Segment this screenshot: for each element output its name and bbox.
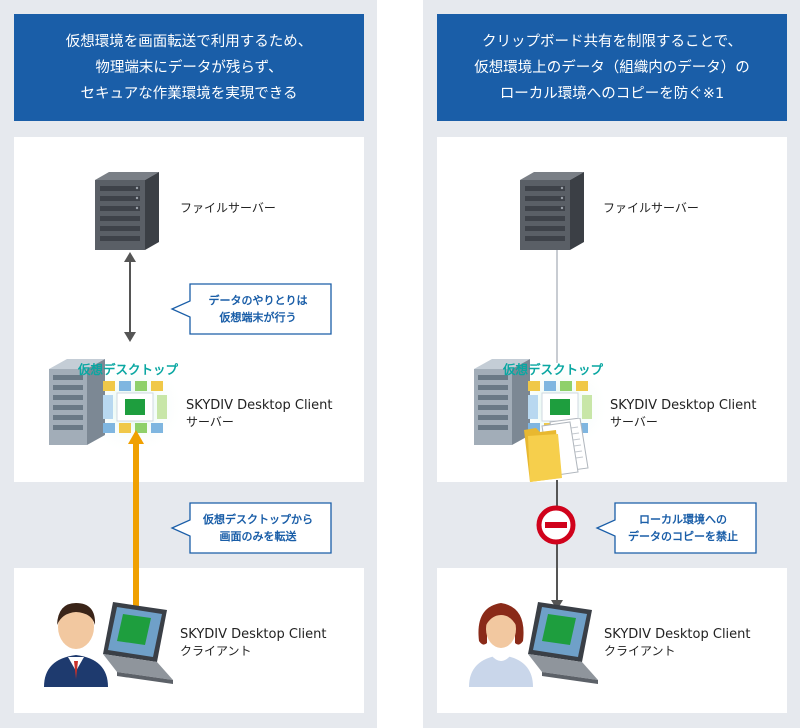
right-server-label-line-2: サーバー [610,415,658,429]
right-file-server-label: ファイルサーバー [603,201,699,215]
left-header-line-3: セキュアな作業環境を実現できる [80,85,298,102]
left-callout-top-line-1: データのやりとりは [208,294,308,307]
screen-transfer-arrow [128,430,144,610]
right-header-line-2: 仮想環境上のデータ（組織内のデータ）の [474,59,750,76]
left-header-line-2: 物理端末にデータが残らず、 [95,59,283,76]
right-header: クリップボード共有を制限することで、 仮想環境上のデータ（組織内のデータ）の ロ… [437,14,787,121]
right-callout-line-1: ローカル環境への [639,513,727,526]
laptop-icon [528,602,598,684]
prohibited-icon [536,505,576,545]
left-callout-top: データのやりとりは 仮想端末が行う [170,283,332,335]
right-callout: ローカル環境への データのコピーを禁止 [595,502,757,554]
left-callout-top-line-2: 仮想端末が行う [219,311,297,324]
file-server-icon [95,172,159,250]
right-header-line-1: クリップボード共有を制限することで、 [482,33,742,50]
right-header-line-3: ローカル環境へのコピーを防ぐ※1 [499,85,725,102]
right-vd-label: 仮想デスクトップ [503,362,604,377]
left-server-label: SKYDIV Desktop Client サーバー [186,397,333,431]
left-client-label: SKYDIV Desktop Client クライアント [180,626,327,660]
left-vd-label: 仮想デスクトップ [78,362,179,377]
file-server-icon [520,172,584,250]
right-callout-line-2: データのコピーを禁止 [628,530,738,543]
left-callout-bottom: 仮想デスクトップから 画面のみを転送 [170,502,332,554]
person-icon [44,603,108,687]
right-client-label-line-2: クライアント [604,644,676,658]
left-header: 仮想環境を画面転送で利用するため、 物理端末にデータが残らず、 セキュアな作業環… [14,14,364,121]
left-client-label-line-1: SKYDIV Desktop Client [180,627,327,642]
data-exchange-arrow [124,252,136,342]
copy-arrow [551,480,563,610]
left-header-line-1: 仮想環境を画面転送で利用するため、 [65,33,313,50]
folder-icon [524,418,589,482]
left-server-label-line-2: サーバー [186,415,234,429]
virtual-desktop-server-icon [49,359,185,455]
left-server-label-line-1: SKYDIV Desktop Client [186,398,333,413]
person-icon [469,603,533,687]
right-server-label: SKYDIV Desktop Client サーバー [610,397,757,431]
connection-line [556,248,558,363]
left-client-label-line-2: クライアント [180,644,252,658]
right-client-label-line-1: SKYDIV Desktop Client [604,627,751,642]
right-client-label: SKYDIV Desktop Client クライアント [604,626,751,660]
left-file-server-label: ファイルサーバー [180,201,276,215]
left-callout-bottom-line-1: 仮想デスクトップから [203,513,313,526]
laptop-icon [103,602,173,684]
left-callout-bottom-line-2: 画面のみを転送 [219,530,297,543]
right-server-label-line-1: SKYDIV Desktop Client [610,398,757,413]
